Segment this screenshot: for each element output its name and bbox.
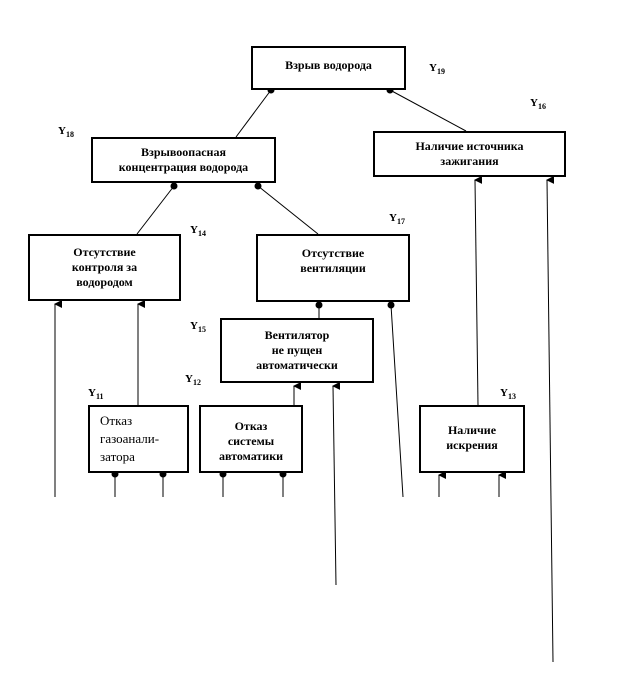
node-y17: Отсутствие вентиляции [256, 234, 410, 302]
node-y18-text: Взрывоопасная концентрация водорода [118, 145, 249, 174]
node-y12-text: Отказ системы автоматики [218, 418, 284, 463]
input-line-y17 [390, 304, 404, 498]
node-y13-text: Наличие искрения [446, 423, 498, 452]
node-y12: Отказ системы автоматики [199, 405, 303, 473]
label-y19: Y19 [429, 62, 445, 77]
node-y14: Отсутствие контроля за водородом [28, 234, 181, 301]
label-y15: Y15 [190, 320, 206, 335]
label-y13: Y13 [500, 387, 516, 402]
node-y15: Вентилятор не пущен автоматически [220, 318, 374, 383]
node-y11: Отказ газоанали- затора [88, 405, 189, 473]
node-y14-text: Отсутствие контроля за водородом [71, 245, 138, 289]
junction-dot [254, 182, 262, 190]
input-line-y16 [546, 175, 555, 663]
input-line-y15 [332, 381, 341, 586]
connector-y13-y16 [474, 175, 483, 406]
node-y11-text: Отказ газоанали- затора [100, 413, 160, 464]
node-y17-text: Отсутствие вентиляции [300, 246, 366, 275]
node-y19: Взрыв водорода [251, 46, 406, 90]
node-y13: Наличие искрения [419, 405, 525, 473]
node-y16: Наличие источника зажигания [373, 131, 566, 177]
connector-y18-y14 [136, 185, 175, 235]
junction-dot [170, 182, 178, 190]
connector-y18-y17 [257, 185, 319, 235]
label-y12: Y12 [185, 373, 201, 388]
label-y16: Y16 [530, 97, 546, 112]
node-y18: Взрывоопасная концентрация водорода [91, 137, 276, 183]
label-y14: Y14 [190, 224, 206, 239]
label-y11: Y11 [88, 387, 104, 402]
connector-y19-y16 [389, 89, 467, 132]
node-y16-text: Наличие источника зажигания [415, 139, 524, 168]
connector-y19-y18 [235, 89, 272, 138]
junction-dot [387, 301, 395, 309]
label-y17: Y17 [389, 212, 405, 227]
label-y18: Y18 [58, 125, 74, 140]
node-y19-text: Взрыв водорода [285, 58, 372, 72]
node-y15-text: Вентилятор не пущен автоматически [256, 328, 338, 372]
junction-dot [315, 301, 323, 309]
